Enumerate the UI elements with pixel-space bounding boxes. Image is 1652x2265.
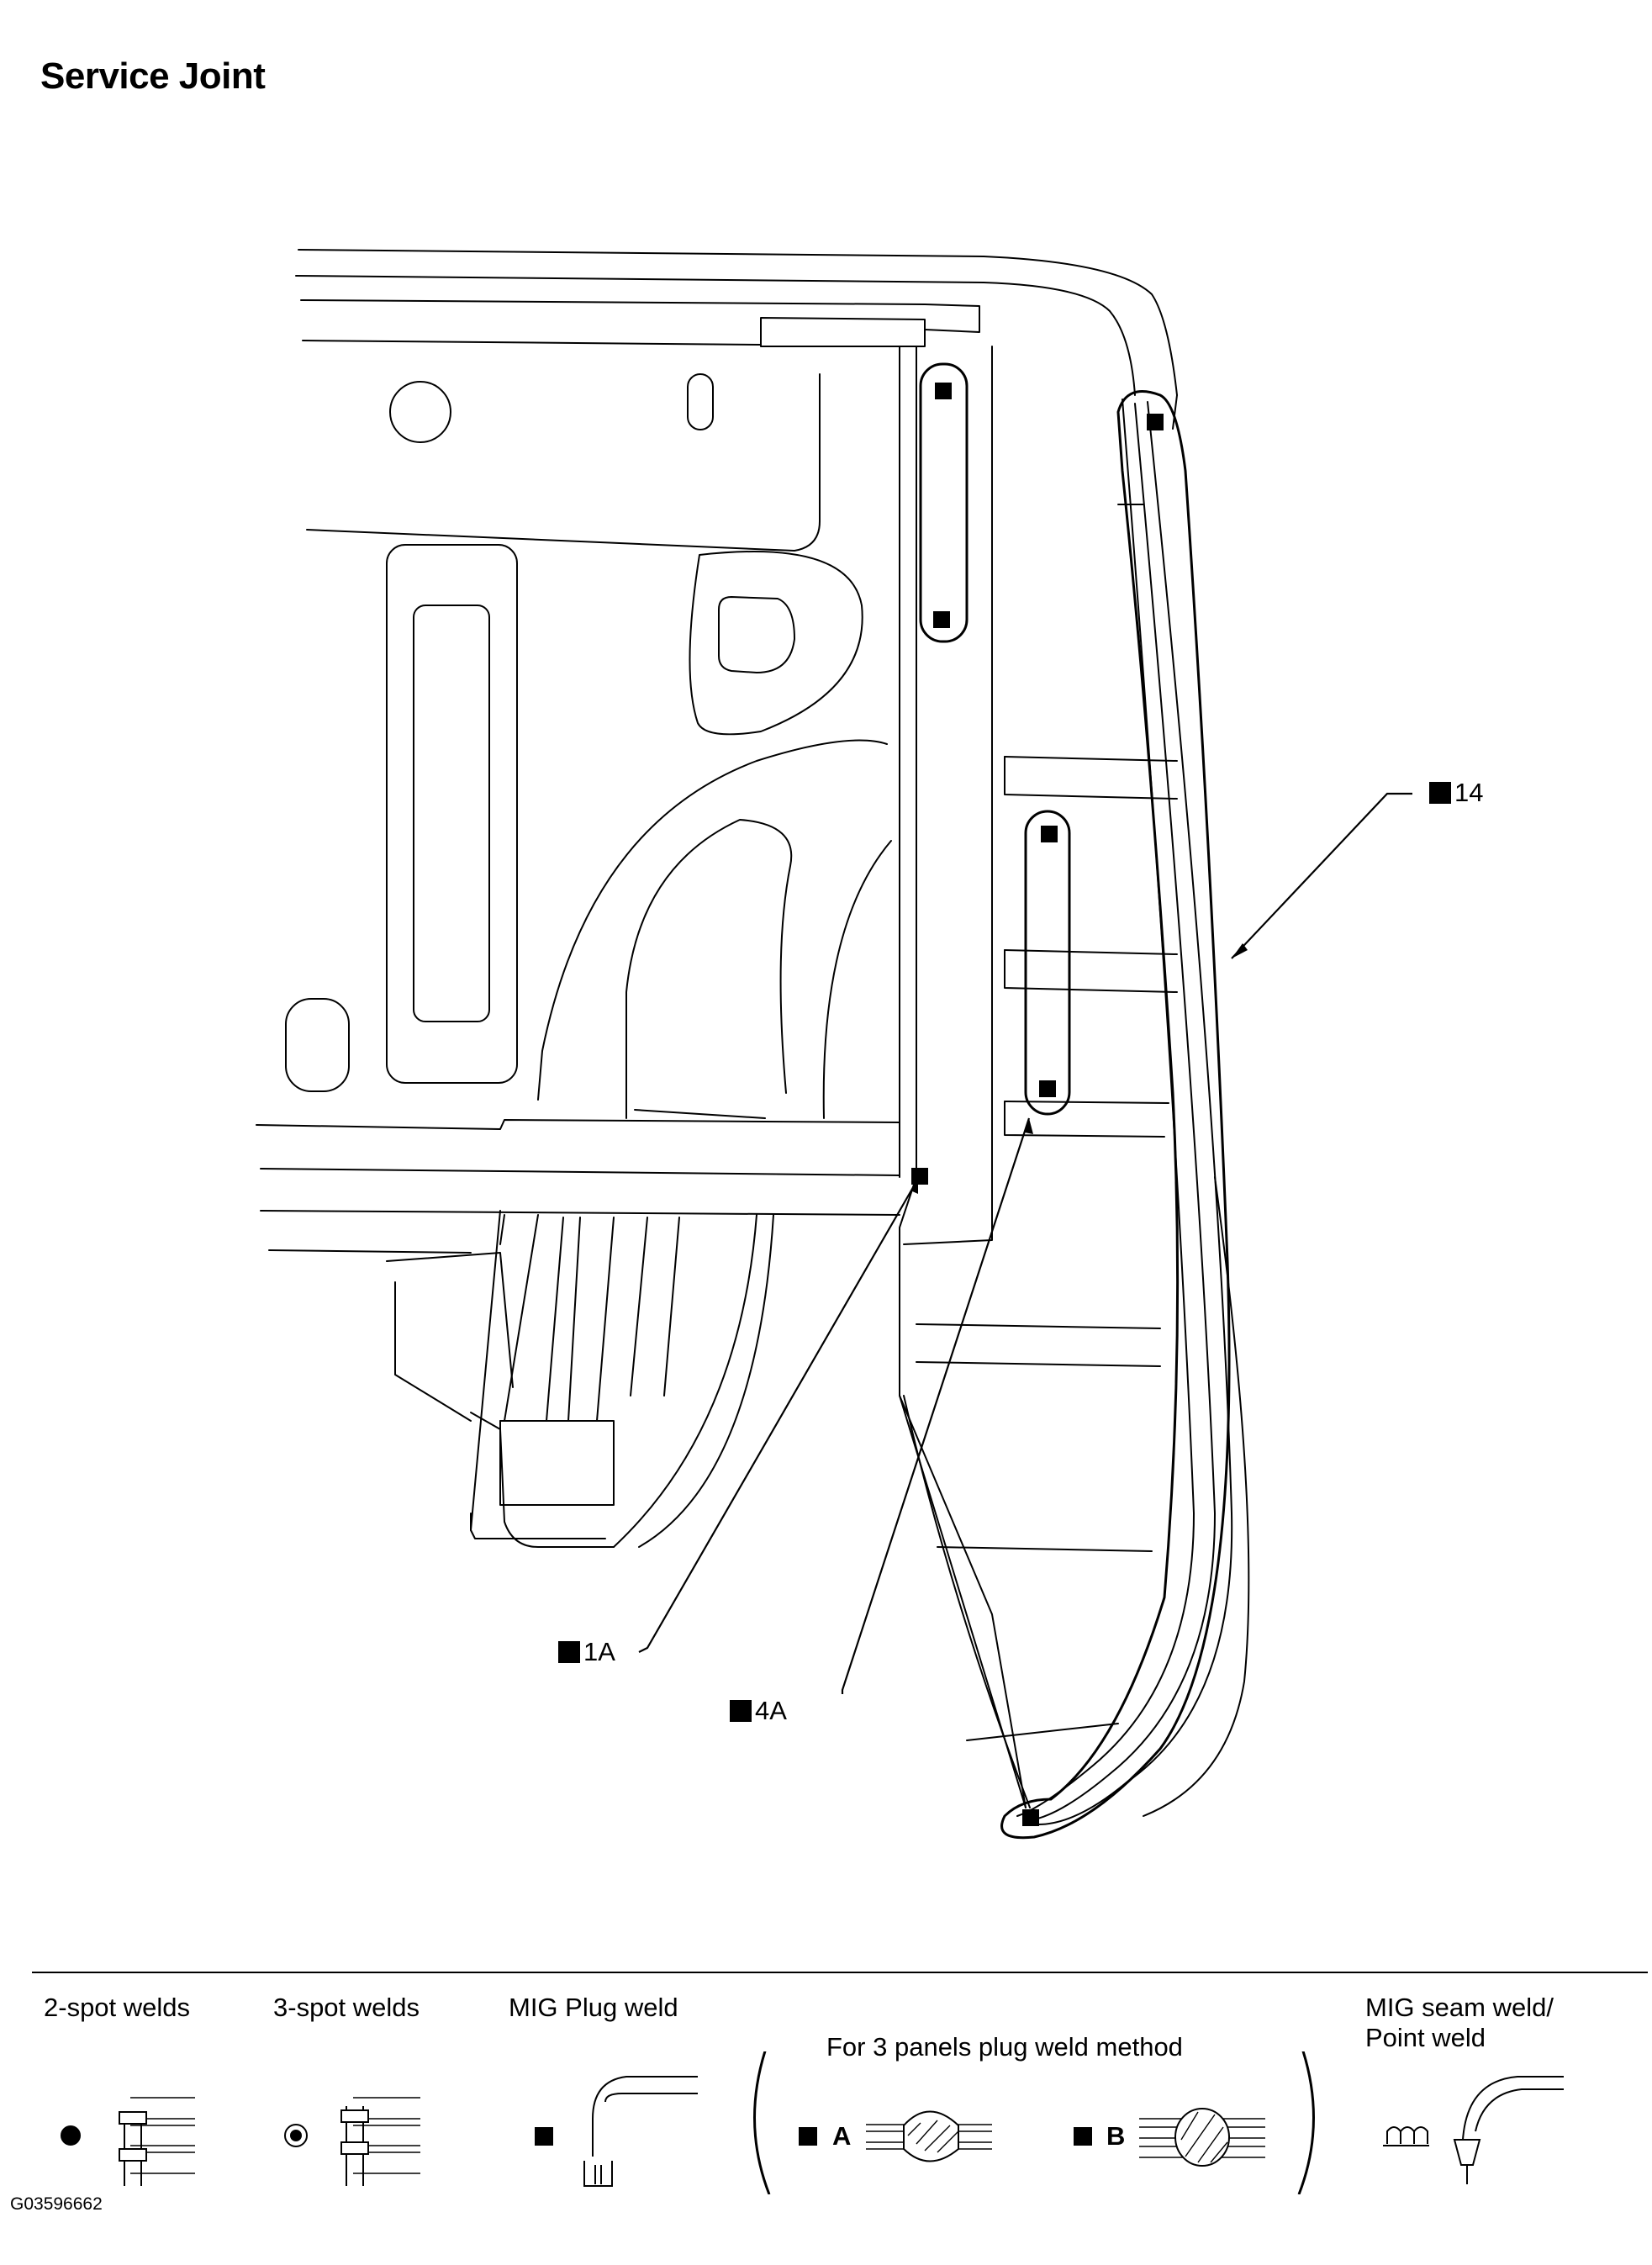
mig-plug-weld-icon <box>583 2076 698 2187</box>
method-b-square-icon <box>1074 2127 1092 2146</box>
callout-14-label: 14 <box>1454 778 1484 807</box>
seam-weld-symbol-icon <box>1383 2126 1429 2146</box>
plug-weld-square-icon <box>535 2127 553 2146</box>
callout-14: 14 <box>1429 778 1483 808</box>
two-spot-dot-icon <box>61 2125 81 2146</box>
weld-marker-icon <box>730 1700 752 1722</box>
three-spot-ring-icon <box>284 2124 308 2147</box>
legend-three-panel-label: For 3 panels plug weld method <box>826 2032 1183 2062</box>
callout-4a: 4A <box>730 1696 787 1726</box>
mig-torch-icon <box>1453 2076 1564 2184</box>
method-b-weld-icon <box>1139 2108 1265 2167</box>
callout-1a-label: 1A <box>583 1637 615 1666</box>
two-spot-weld-icon <box>119 2097 195 2186</box>
callout-4a-label: 4A <box>755 1696 787 1725</box>
weld-marker-icon <box>558 1641 580 1663</box>
legend-two-spot-label: 2-spot welds <box>44 1993 191 2022</box>
method-a-square-icon <box>799 2127 817 2146</box>
method-b-label: B <box>1106 2121 1126 2151</box>
figure-code: G03596662 <box>10 2194 103 2214</box>
legend-symbols <box>61 2051 1564 2194</box>
three-spot-weld-icon <box>340 2097 420 2186</box>
legend-mig-seam-line2: Point weld <box>1365 2023 1486 2052</box>
legend-mig-seam-label: MIG seam weld/ Point weld <box>1365 1993 1554 2053</box>
page-title: Service Joint <box>40 55 266 97</box>
weld-marker-icon <box>1429 782 1451 804</box>
legend-three-spot-label: 3-spot welds <box>273 1993 420 2022</box>
legend-divider <box>32 1972 1648 1973</box>
callout-1a: 1A <box>558 1637 615 1667</box>
legend-mig-plug-label: MIG Plug weld <box>509 1993 678 2022</box>
legend-mig-seam-line1: MIG seam weld/ <box>1365 1993 1554 2022</box>
method-a-label: A <box>832 2121 852 2151</box>
method-a-weld-icon <box>866 2110 992 2162</box>
